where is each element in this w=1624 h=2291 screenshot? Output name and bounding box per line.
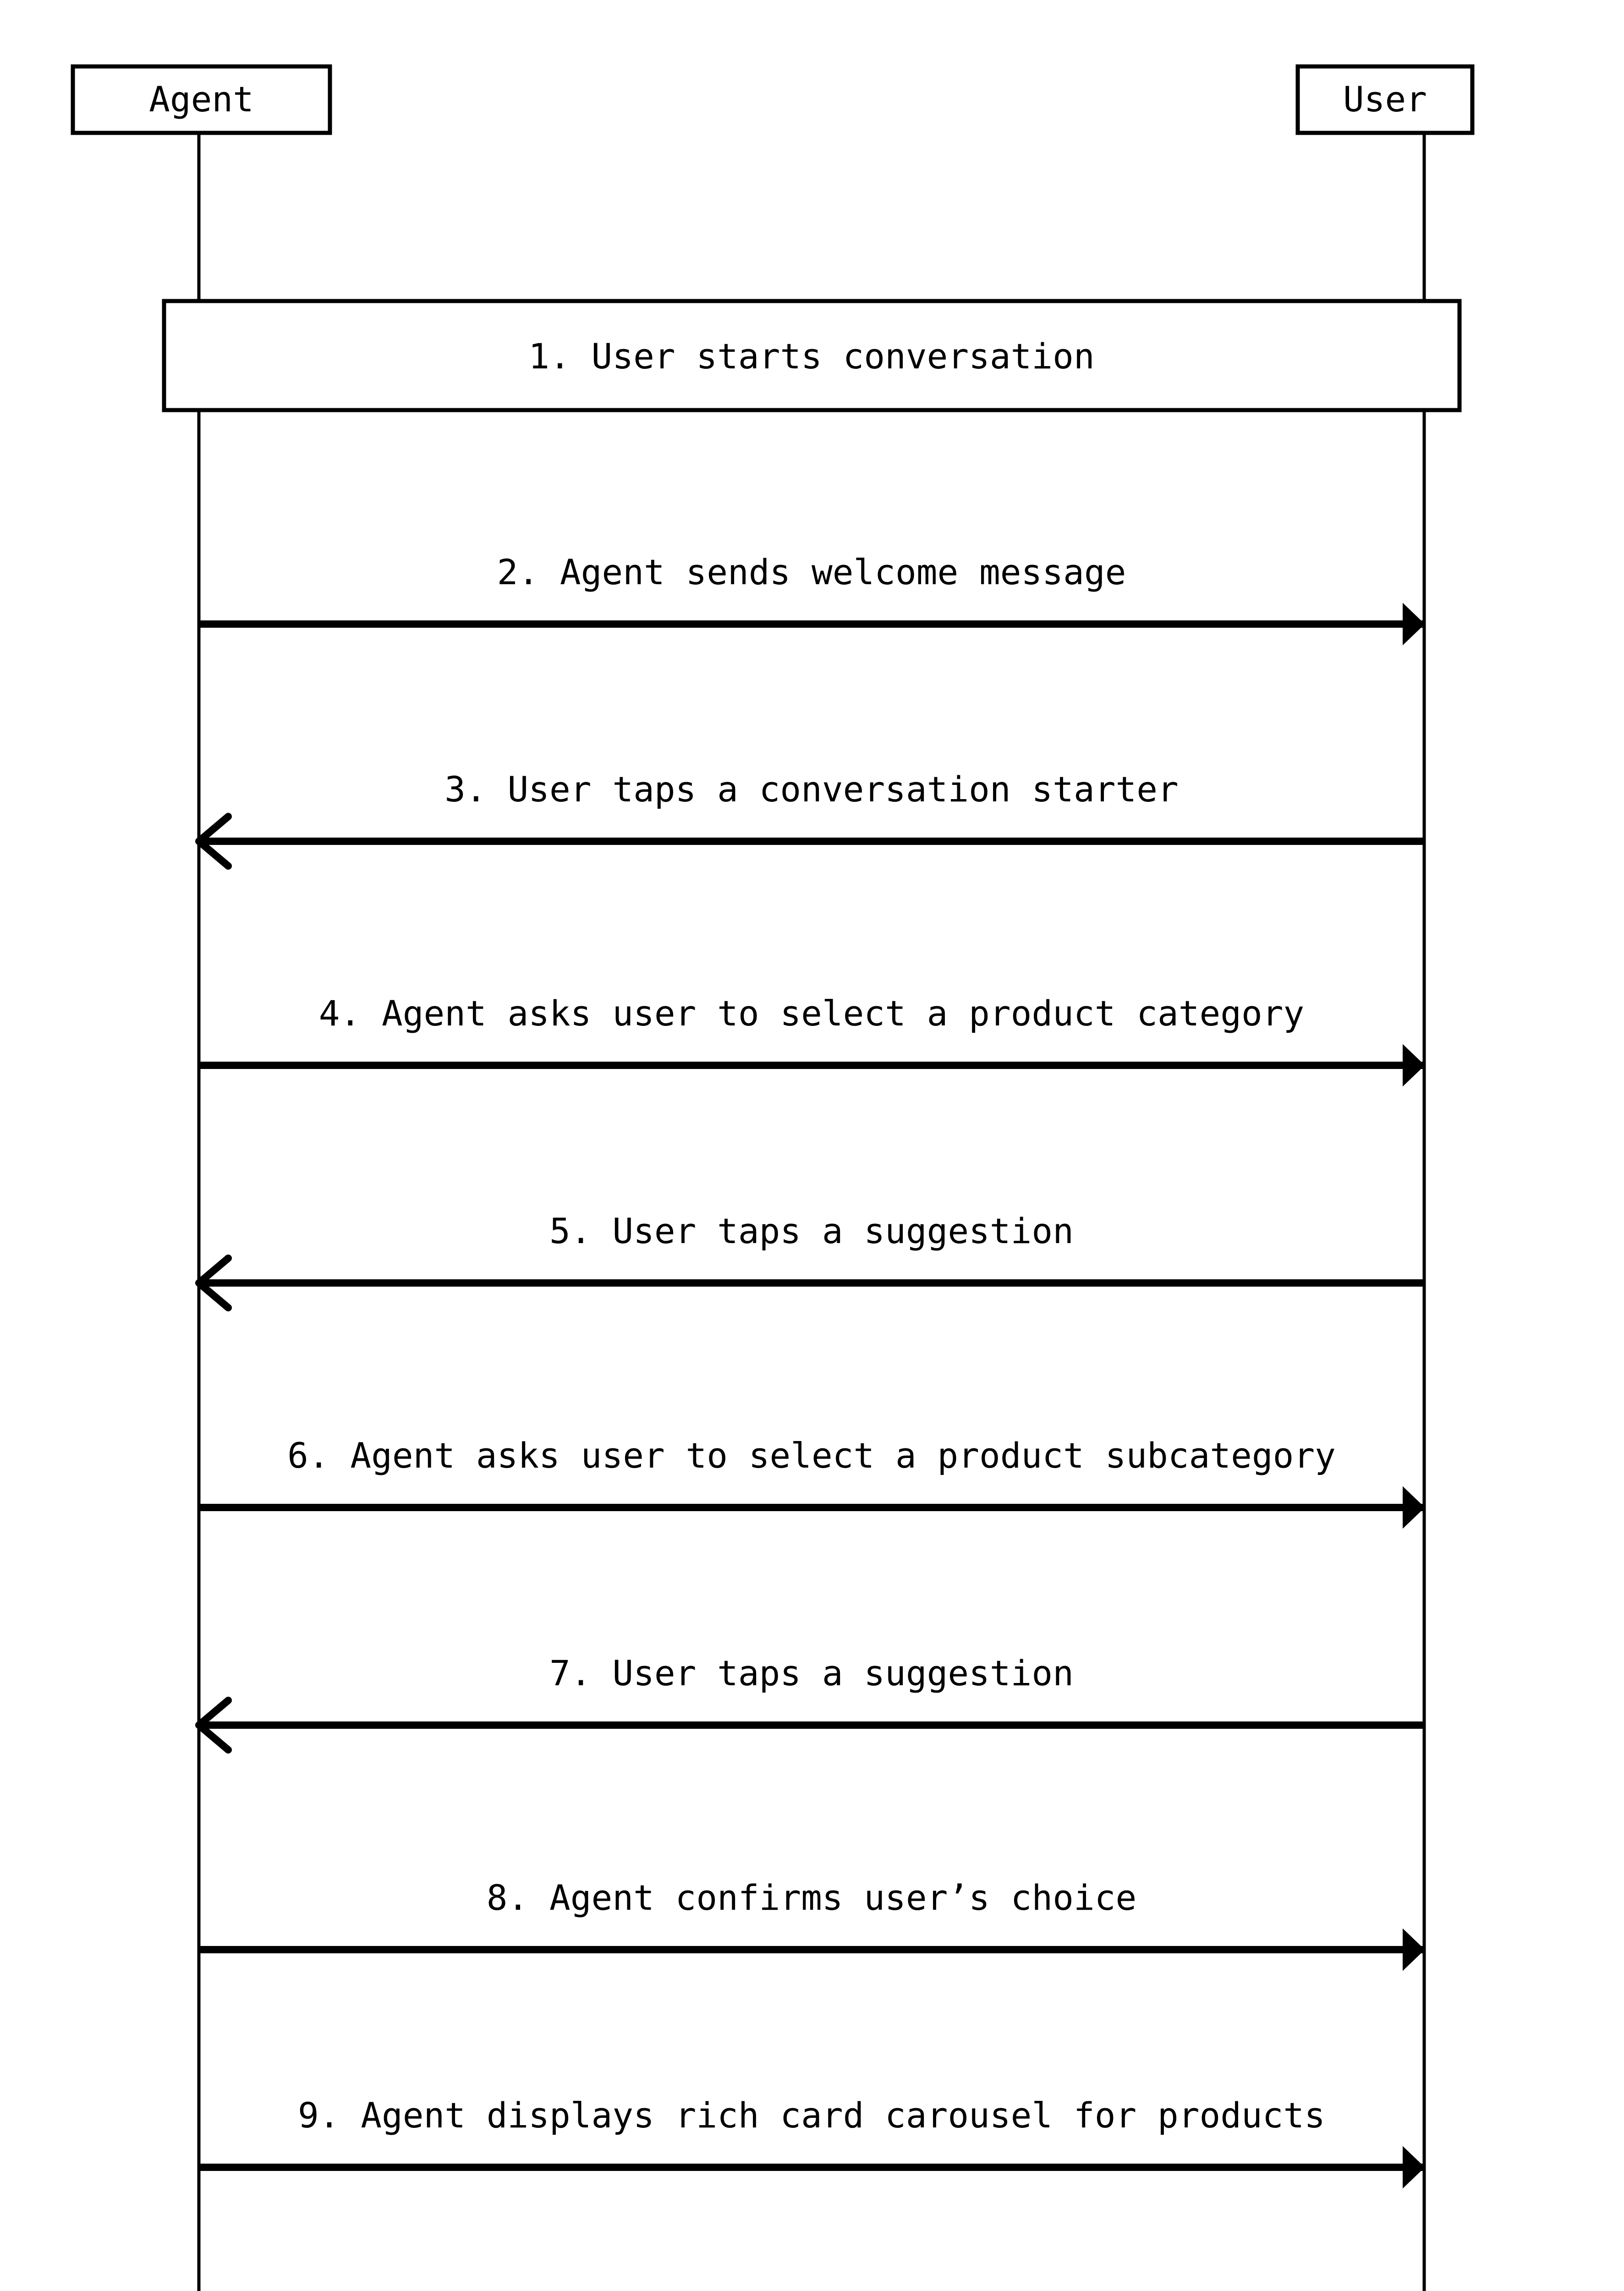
note-label-step-1: 1. User starts conversation [528, 336, 1095, 377]
arrowhead-right-step-9 [1403, 2146, 1425, 2189]
message-label-step-3: 3. User taps a conversation starter [444, 769, 1179, 810]
arrowhead-left-step-5 [195, 1255, 232, 1311]
message-label-step-8: 8. Agent confirms user’s choice [486, 1877, 1137, 1918]
message-label-step-5: 5. User taps a suggestion [549, 1211, 1074, 1251]
participant-label-top-agent: Agent [149, 78, 254, 120]
arrowhead-left-step-3 [195, 813, 232, 870]
arrowhead-right-step-4 [1403, 1044, 1425, 1087]
note-box-step-1[interactable] [162, 299, 1462, 412]
arrowhead-right-step-6 [1403, 1486, 1425, 1529]
participant-box-top-user[interactable] [1295, 64, 1475, 135]
participant-label-top-user: User [1343, 78, 1427, 120]
arrowhead-right-step-2 [1403, 603, 1425, 646]
message-label-step-9: 9. Agent displays rich card carousel for… [297, 2095, 1326, 2136]
arrowhead-right-step-8 [1403, 1928, 1425, 1971]
arrowhead-left-step-7 [195, 1697, 232, 1754]
message-label-step-4: 4. Agent asks user to select a product c… [318, 993, 1305, 1034]
message-label-step-7: 7. User taps a suggestion [549, 1653, 1074, 1694]
participant-box-top-agent[interactable] [71, 64, 332, 135]
message-label-step-6: 6. Agent asks user to select a product s… [287, 1435, 1336, 1476]
message-label-step-2: 2. Agent sends welcome message [497, 552, 1126, 592]
